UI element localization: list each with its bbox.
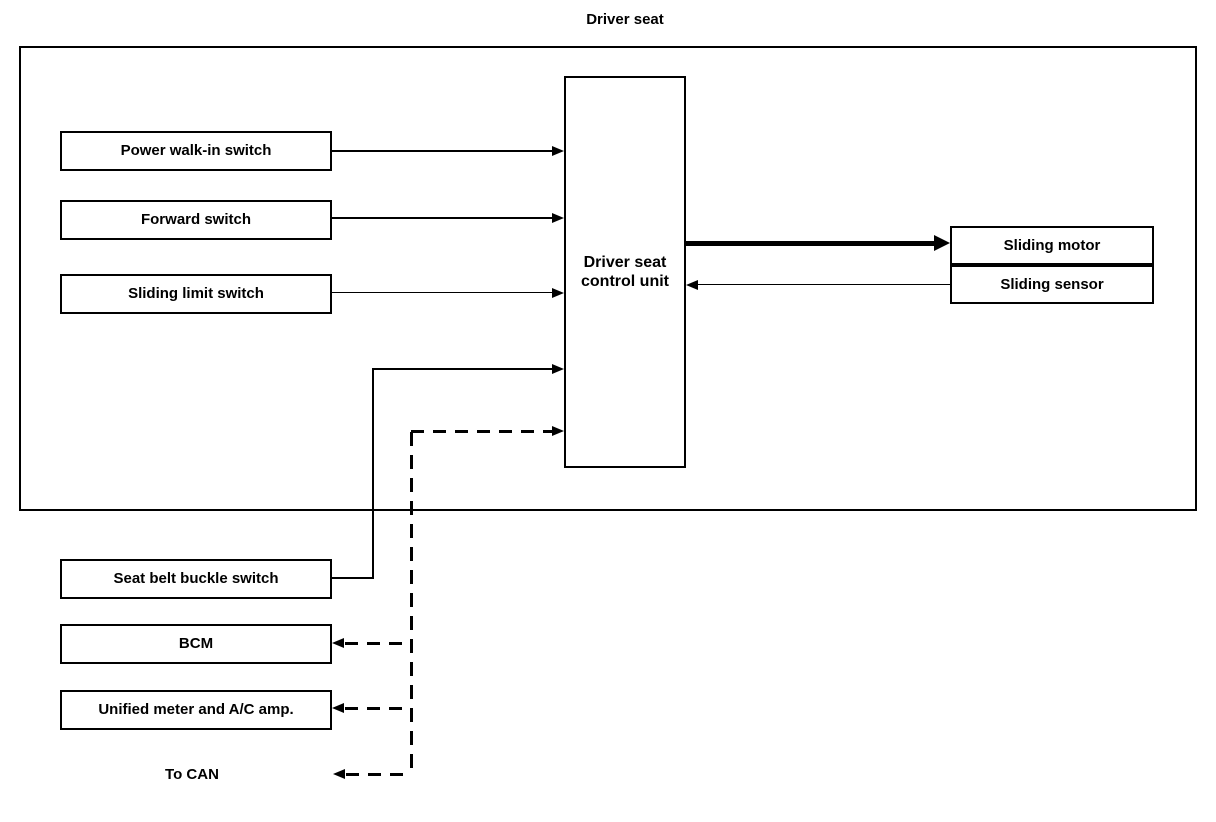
driver-seat-boundary	[19, 46, 1197, 511]
connector-seat-belt-stub-line	[332, 577, 374, 579]
arrowhead-unified-meter-icon	[332, 703, 344, 713]
node-power-walk-in-switch: Power walk-in switch	[60, 131, 332, 171]
connector-can-trunk-line	[410, 432, 413, 776]
node-sliding-motor-label: Sliding motor	[1003, 237, 1101, 254]
node-forward-switch-label: Forward switch	[140, 211, 252, 228]
motor-sensor-divider	[952, 263, 1152, 267]
node-power-walk-in-switch-label: Power walk-in switch	[120, 142, 272, 159]
node-unified-meter-ac-amp-label: Unified meter and A/C amp.	[98, 701, 294, 718]
arrowhead-sliding-sensor-icon	[686, 280, 698, 290]
connector-to-can-line	[346, 773, 412, 776]
connector-power-walk-in-line	[332, 150, 553, 152]
arrowhead-sliding-limit-icon	[552, 288, 564, 298]
connector-bcm-line	[345, 642, 411, 645]
node-bcm: BCM	[60, 624, 332, 664]
node-seat-belt-buckle-switch: Seat belt buckle switch	[60, 559, 332, 599]
connector-seat-belt-vertical-line	[372, 368, 374, 579]
arrowhead-bcm-icon	[332, 638, 344, 648]
node-sliding-limit-switch: Sliding limit switch	[60, 274, 332, 314]
arrowhead-sliding-motor-icon	[934, 235, 950, 251]
connector-sliding-limit-line	[332, 292, 553, 293]
arrowhead-can-control-unit-icon	[552, 426, 564, 436]
node-to-can-label: To CAN	[165, 766, 219, 783]
node-seat-belt-buckle-switch-label: Seat belt buckle switch	[113, 570, 279, 587]
node-driver-seat-control-unit-label-line1: Driver seat	[583, 253, 667, 271]
connector-unified-meter-line	[345, 707, 411, 710]
node-forward-switch: Forward switch	[60, 200, 332, 240]
connector-can-to-control-unit-line	[411, 430, 553, 433]
node-sliding-motor-sensor-group: Sliding motor Sliding sensor	[950, 226, 1154, 304]
node-sliding-sensor: Sliding sensor	[952, 267, 1152, 302]
connector-sliding-motor-line	[686, 241, 936, 246]
node-sliding-sensor-label: Sliding sensor	[1000, 276, 1104, 293]
arrowhead-forward-icon	[552, 213, 564, 223]
node-bcm-label: BCM	[178, 635, 214, 652]
node-driver-seat-control-unit: Driver seat control unit	[564, 76, 686, 468]
connector-forward-line	[332, 217, 553, 219]
connector-seat-belt-line	[372, 368, 553, 370]
node-sliding-limit-switch-label: Sliding limit switch	[128, 285, 264, 302]
node-driver-seat-control-unit-label-line2: control unit	[581, 273, 669, 290]
arrowhead-to-can-icon	[333, 769, 345, 779]
arrowhead-seat-belt-icon	[552, 364, 564, 374]
arrowhead-power-walk-in-icon	[552, 146, 564, 156]
node-sliding-motor: Sliding motor	[952, 228, 1152, 263]
connector-sliding-sensor-line	[698, 284, 950, 285]
node-unified-meter-ac-amp: Unified meter and A/C amp.	[60, 690, 332, 730]
diagram-title-text: Driver seat	[586, 11, 664, 28]
